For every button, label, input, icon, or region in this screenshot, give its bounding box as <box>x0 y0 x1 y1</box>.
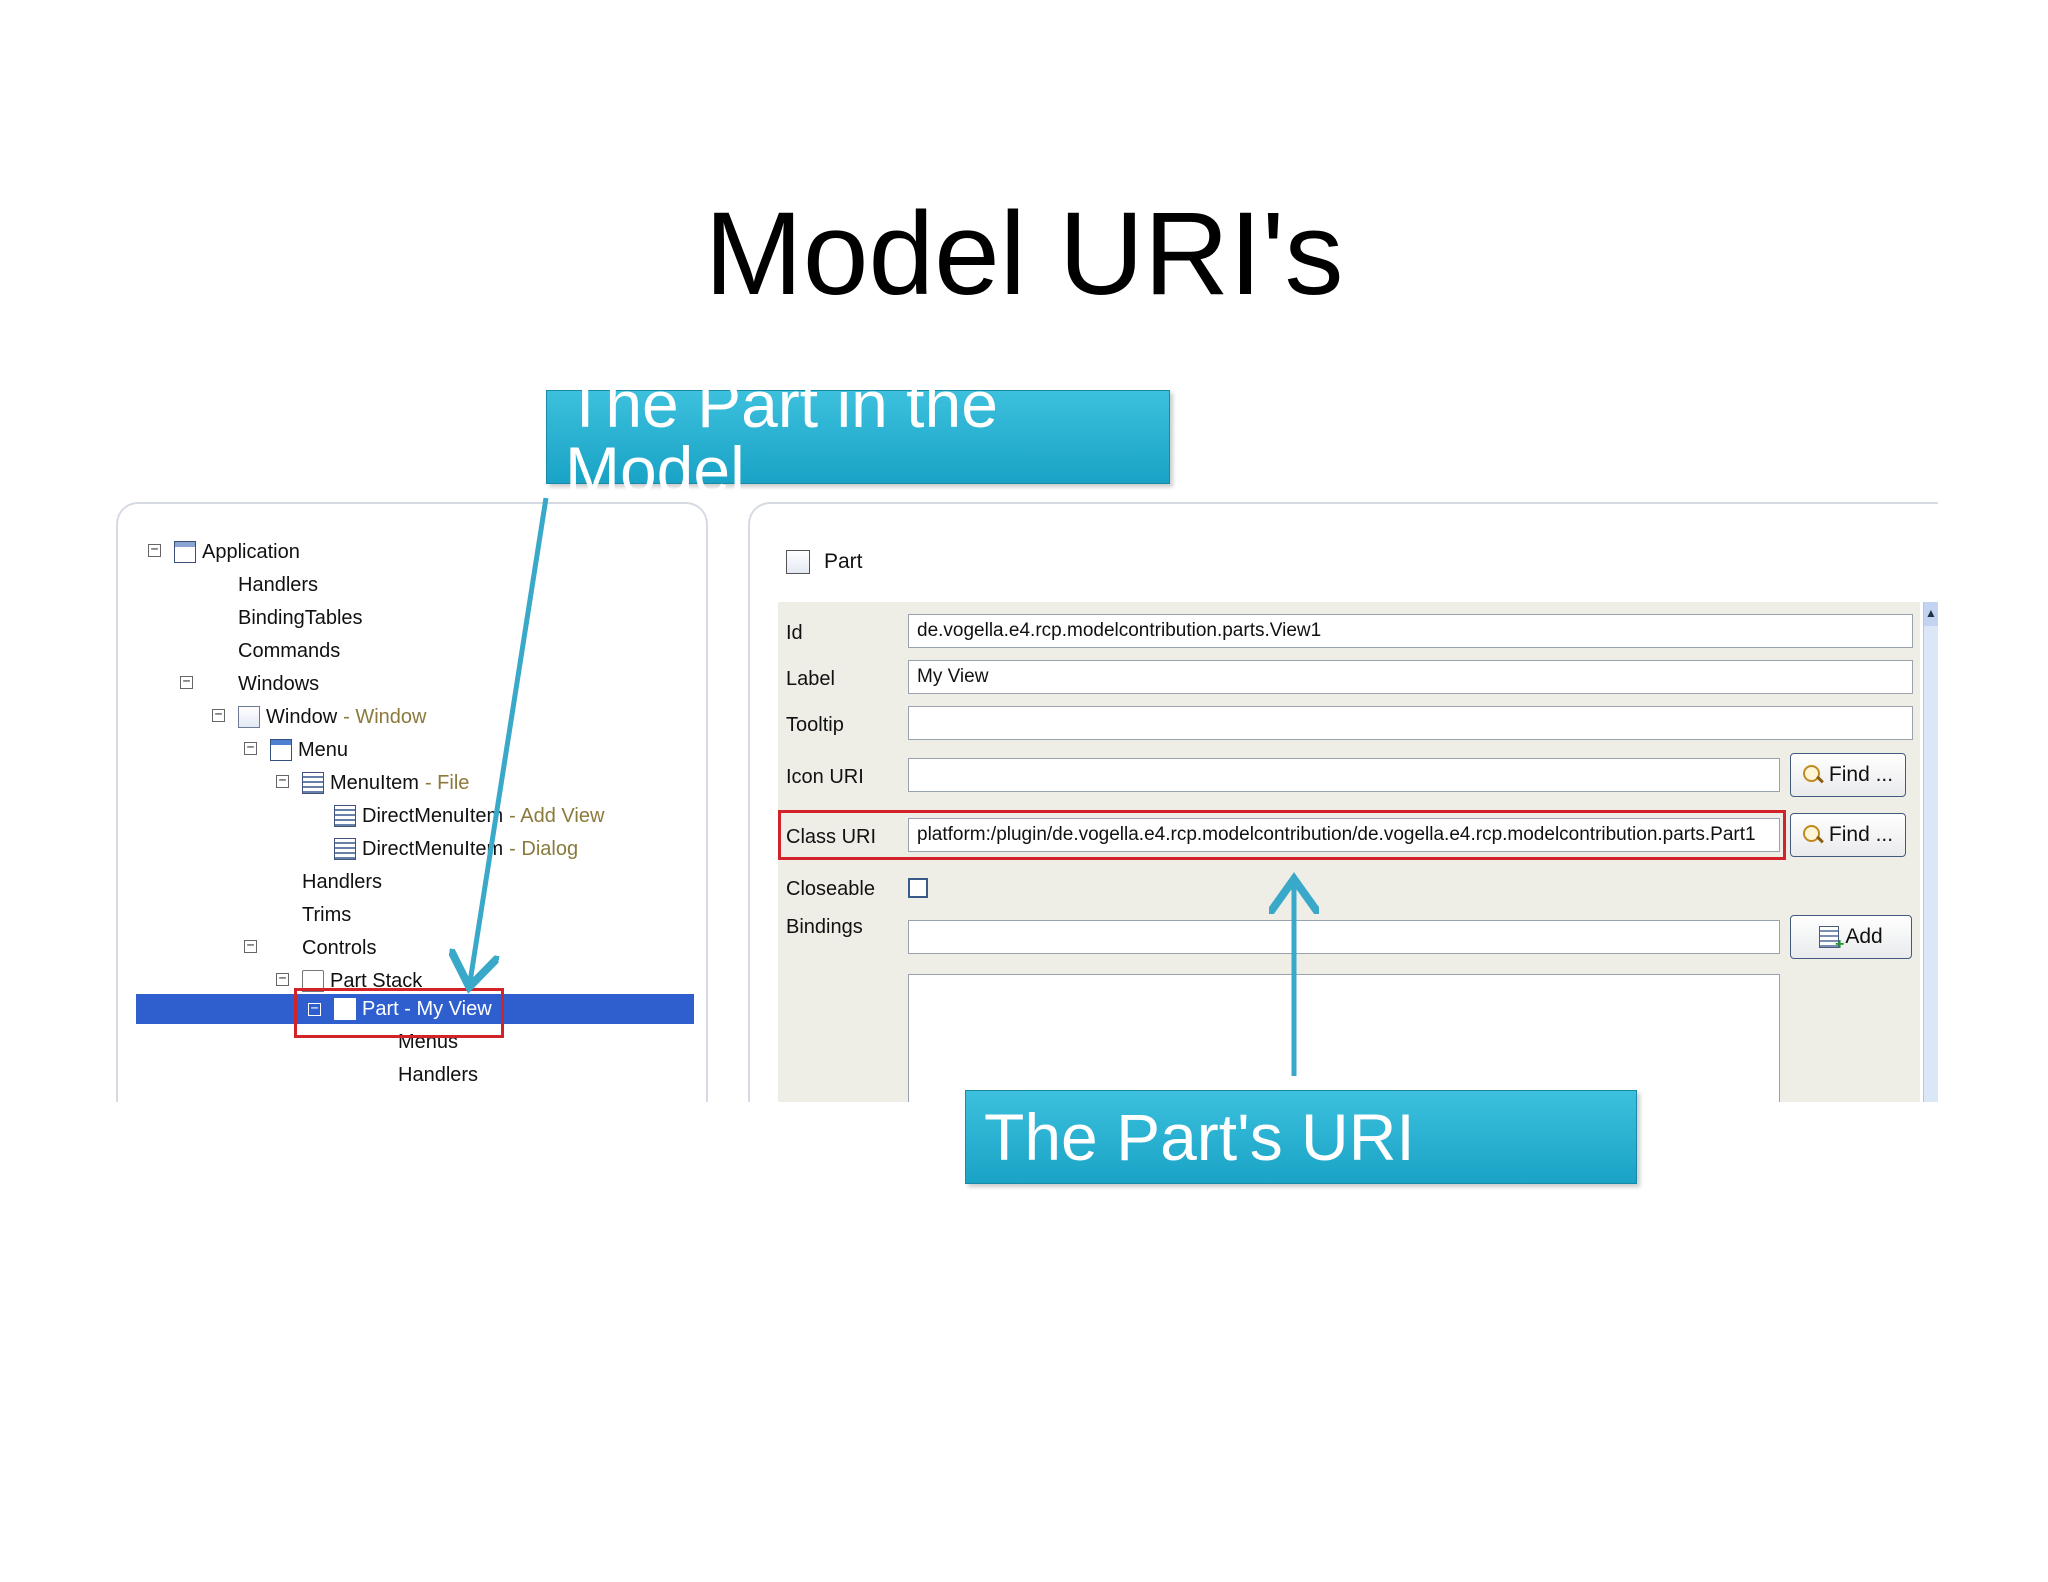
find-icon-uri-button[interactable]: Find ... <box>1790 753 1906 797</box>
menu-item-icon <box>302 772 324 794</box>
closeable-checkbox[interactable] <box>908 878 928 898</box>
part-editor-panel: Part Id de.vogella.e4.rcp.modelcontribut… <box>748 502 1938 1102</box>
scroll-up-chevron-icon[interactable]: ▲ <box>1924 602 1938 626</box>
add-icon <box>1819 926 1844 954</box>
collapse-toggle-window[interactable]: − <box>212 708 225 722</box>
tree-item-commands[interactable]: Commands <box>238 636 340 666</box>
collapse-toggle-menuitem[interactable]: − <box>276 774 289 788</box>
tree-item-label: Controls <box>302 937 377 959</box>
bindings-label: Bindings <box>786 916 863 938</box>
tree-item-handlers-window[interactable]: Handlers <box>302 867 382 897</box>
tree-item-controls[interactable]: Controls <box>302 933 376 963</box>
tree-item-window[interactable]: Window - Window <box>238 702 427 732</box>
part-stack-icon <box>302 970 324 992</box>
tree-item-directmenuitem-add-view[interactable]: DirectMenuItem - Add View <box>334 801 604 831</box>
tree-item-windows[interactable]: Windows <box>238 669 319 699</box>
vertical-scrollbar[interactable] <box>1923 602 1938 1102</box>
tree-item-label: MenuItem <box>330 772 419 794</box>
tooltip-label: Tooltip <box>786 714 844 736</box>
tree-item-label: Handlers <box>238 574 319 596</box>
direct-menu-item-icon <box>334 838 356 860</box>
editor-header: Part <box>786 550 863 574</box>
selected-row-highlight <box>136 994 694 1024</box>
collapse-toggle-application[interactable]: − <box>148 543 161 557</box>
tree-item-suffix: - Dialog <box>509 838 579 860</box>
tree-item-label: Trims <box>302 904 352 926</box>
icon-uri-label: Icon URI <box>786 766 864 788</box>
application-icon <box>174 541 196 563</box>
id-label: Id <box>786 622 803 644</box>
id-field[interactable]: de.vogella.e4.rcp.modelcontribution.part… <box>908 614 1913 648</box>
tree-item-menu[interactable]: Menu <box>270 735 348 765</box>
label-field[interactable]: My View <box>908 660 1913 694</box>
direct-menu-item-icon <box>334 805 356 827</box>
tree-item-label: DirectMenuItem <box>362 805 504 827</box>
tree-item-part-my-view[interactable]: Part - My View <box>334 994 492 1024</box>
tree-item-application[interactable]: Application <box>174 537 300 567</box>
search-icon <box>1802 765 1823 785</box>
button-label: Find ... <box>1828 823 1894 846</box>
tree-item-label: Part Stack <box>330 970 423 992</box>
tree-item-suffix: - Window <box>343 706 427 728</box>
tree-item-label: Menu <box>298 739 349 761</box>
tree-item-suffix: - File <box>424 772 470 794</box>
button-label: Find ... <box>1828 763 1894 786</box>
editor-title: Part <box>824 550 863 573</box>
highlight-box-class-uri <box>778 810 1786 860</box>
tree-item-label: Window <box>266 706 338 728</box>
icon-uri-field[interactable] <box>908 758 1780 792</box>
bindings-list[interactable] <box>908 974 1780 1102</box>
part-icon <box>334 998 356 1020</box>
callout-part-uri: The Part's URI <box>965 1090 1637 1184</box>
callout-part-in-model: The Part in the Model <box>546 371 1170 503</box>
tooltip-field[interactable] <box>908 706 1913 740</box>
tree-item-label: Handlers <box>398 1064 479 1086</box>
tree-item-handlers[interactable]: Handlers <box>238 570 318 600</box>
closeable-label: Closeable <box>786 878 875 900</box>
collapse-toggle-controls[interactable]: − <box>244 939 257 953</box>
tree-item-label: Handlers <box>302 871 383 893</box>
tree-item-label: Application <box>202 541 300 563</box>
tree-item-handlers-part[interactable]: Handlers <box>398 1060 478 1090</box>
tree-item-directmenuitem-dialog[interactable]: DirectMenuItem - Dialog <box>334 834 578 864</box>
class-uri-label: Class URI <box>786 826 877 848</box>
tree-item-trims[interactable]: Trims <box>302 900 351 930</box>
tree-item-label: Windows <box>238 673 320 695</box>
tree-item-menuitem-file[interactable]: MenuItem - File <box>302 768 469 798</box>
tree-item-part-stack[interactable]: Part Stack <box>302 966 422 996</box>
part-icon <box>786 550 810 574</box>
find-class-uri-button[interactable]: Find ... <box>1790 813 1906 857</box>
part-form: Id de.vogella.e4.rcp.modelcontribution.p… <box>778 602 1920 1102</box>
tree-item-suffix: - Add View <box>509 805 605 827</box>
tree-item-label: Commands <box>238 640 341 662</box>
tree-item-label: DirectMenuItem <box>362 838 504 860</box>
bindings-field[interactable] <box>908 920 1780 954</box>
model-tree-panel: − Application Handlers BindingTables Com… <box>116 502 708 1102</box>
label-label: Label <box>786 668 835 690</box>
tree-item-bindingtables[interactable]: BindingTables <box>238 603 363 633</box>
slide-title: Model URI's <box>704 188 1344 320</box>
menu-icon <box>270 739 292 761</box>
class-uri-field[interactable]: platform:/plugin/de.vogella.e4.rcp.model… <box>908 818 1780 852</box>
collapse-toggle-part[interactable]: − <box>308 1002 321 1016</box>
tree-item-label: Part - My View <box>362 998 492 1020</box>
tree-item-label: BindingTables <box>238 607 363 629</box>
highlight-box-part <box>294 988 504 1038</box>
window-icon <box>238 706 260 728</box>
search-icon <box>1802 825 1823 845</box>
collapse-toggle-menu[interactable]: − <box>244 741 257 755</box>
button-label: Add <box>1845 925 1883 948</box>
add-binding-button[interactable]: Add <box>1790 915 1912 959</box>
collapse-toggle-part-stack[interactable]: − <box>276 972 289 986</box>
collapse-toggle-windows[interactable]: − <box>180 675 193 689</box>
